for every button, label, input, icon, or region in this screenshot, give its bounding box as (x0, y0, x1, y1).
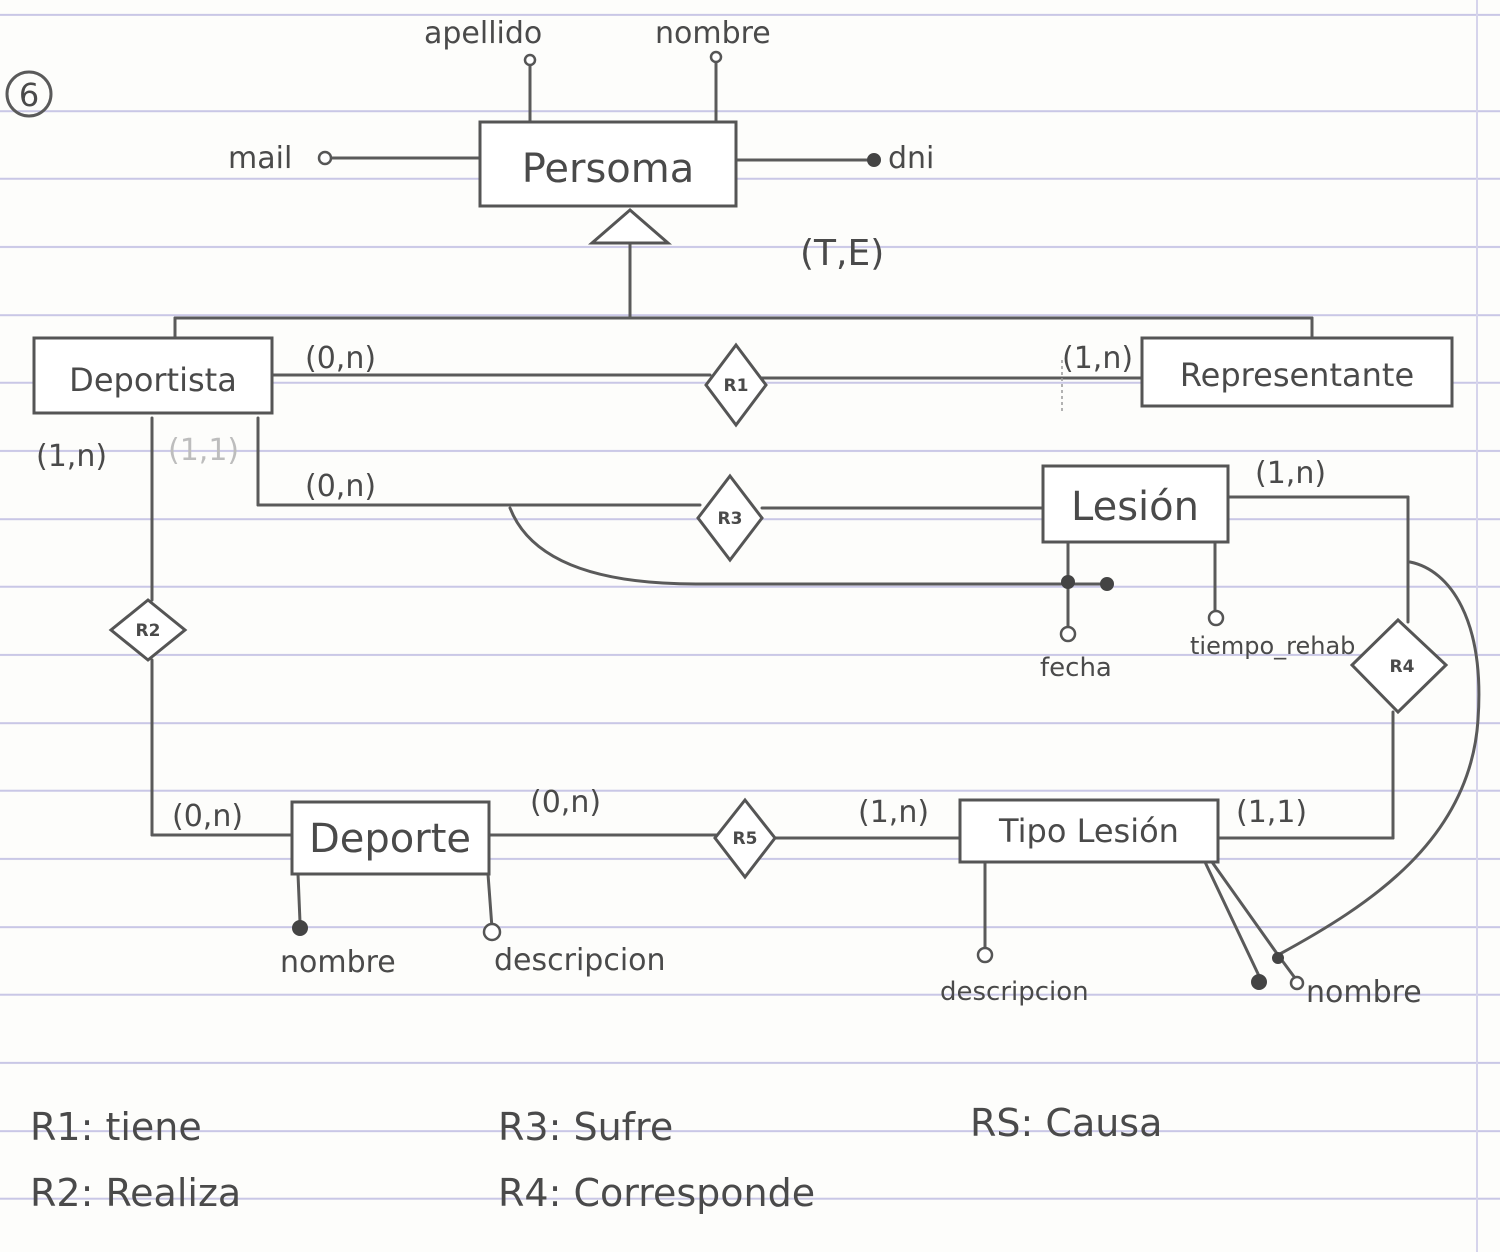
card-r4-lesion: (1,n) (1255, 456, 1326, 491)
card-r1-deportista: (0,n) (305, 341, 376, 376)
card-r2-deporte: (0,n) (172, 799, 243, 834)
relationship-r4-label: R4 (1390, 657, 1415, 677)
attr-deporte-descripcion: descripcion (494, 943, 666, 978)
entity-persona: Persoma (478, 120, 738, 208)
entity-tipo-lesion-label: Tipo Lesión (998, 812, 1179, 850)
entity-representante: Representante (1140, 336, 1454, 408)
entity-deportista: Deportista (32, 336, 274, 415)
relationship-r5: R5 (713, 797, 777, 880)
relationship-r3-label: R3 (718, 509, 743, 529)
attr-fecha: fecha (1040, 653, 1112, 683)
card-r2-deportista: (1,n) (36, 439, 107, 474)
card-r3-deportista: (0,n) (305, 469, 376, 504)
margin-line (1476, 0, 1478, 1252)
attr-mail: mail (228, 141, 292, 176)
relationship-r5-label: R5 (733, 829, 758, 849)
entity-representante-label: Representante (1180, 356, 1414, 394)
legend-r2: R2: Realiza (30, 1171, 241, 1215)
attribute-labels: apellido nombre mail dni fecha tiempo_re… (228, 16, 1422, 1010)
exercise-number: 6 (19, 76, 39, 114)
card-r3-deportista-faint: (1,1) (168, 433, 239, 468)
entity-deporte: Deporte (290, 800, 491, 876)
attr-apellido: apellido (424, 16, 542, 51)
cardinality-labels: (0,n) (1,n) (1,n) (1,1) (0,n) (1,n) (0,n… (36, 341, 1326, 834)
entity-lesion-label: Lesión (1071, 484, 1199, 530)
relationship-r4: R4 (1349, 617, 1449, 715)
attr-deporte-nombre: nombre (280, 945, 396, 980)
card-r5-deporte: (0,n) (530, 785, 601, 820)
entity-persona-label: Persoma (522, 146, 695, 192)
specialization-label: (T,E) (800, 233, 884, 274)
generalization-triangle (587, 208, 673, 245)
relationship-legend: R1: tiene R2: Realiza R3: Sufre R4: Corr… (30, 1101, 1162, 1215)
attr-dni: dni (888, 141, 934, 176)
legend-r4: R4: Corresponde (498, 1171, 815, 1215)
attr-tiempo-rehab: tiempo_rehab (1190, 632, 1355, 660)
entity-deportista-label: Deportista (69, 361, 237, 399)
attr-tipo-nombre: nombre (1306, 975, 1422, 1010)
relationship-r1-label: R1 (724, 376, 749, 396)
legend-r3: R3: Sufre (498, 1105, 673, 1149)
card-r5-tipo: (1,n) (858, 795, 929, 830)
card-r1-representante: (1,n) (1062, 341, 1133, 376)
card-r4-tipo: (1,1) (1236, 795, 1307, 830)
attribute-dots (292, 50, 1305, 991)
entity-tipo-lesion: Tipo Lesión (958, 798, 1220, 864)
connector-lines (150, 60, 1481, 980)
legend-r1: R1: tiene (30, 1105, 202, 1149)
attr-tipo-descripcion: descripcion (940, 977, 1089, 1007)
relationship-r1: R1 (704, 342, 768, 428)
attr-persona-nombre: nombre (655, 16, 771, 51)
relationship-r2-label: R2 (136, 621, 161, 641)
legend-r5: RS: Causa (970, 1101, 1162, 1145)
entity-lesion: Lesión (1041, 464, 1230, 544)
relationship-r3: R3 (696, 473, 764, 563)
exercise-number-badge: 6 (5, 70, 53, 118)
relationship-r2: R2 (108, 598, 188, 662)
entity-deporte-label: Deporte (309, 816, 471, 862)
